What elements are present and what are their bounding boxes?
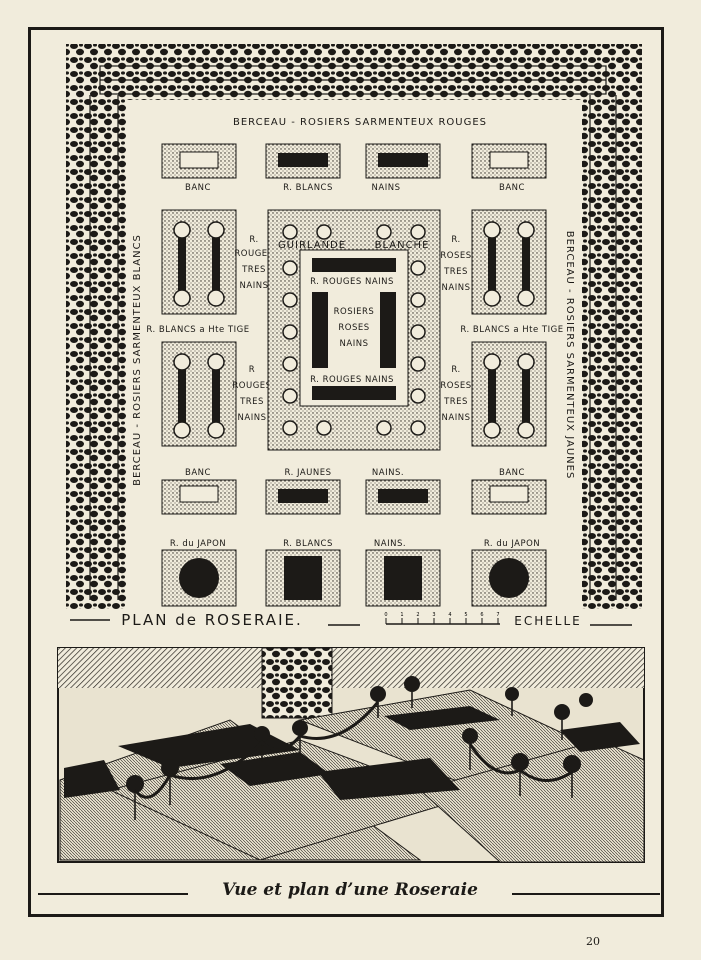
- roses-tres-nains-top: R. ROSES TRES NAINS: [440, 235, 471, 293]
- svg-text:ROSES: ROSES: [338, 323, 369, 333]
- top-row-beds: [161, 143, 547, 179]
- svg-text:NAINS: NAINS: [442, 283, 471, 293]
- plan-title-line: PLAN de ROSERAIE. 0 1 2 3 4 5 6 7 ECHELL…: [70, 611, 632, 629]
- svg-text:6: 6: [480, 612, 483, 618]
- r-blancs-htige-right: R. BLANCS a Hte TIGE: [460, 325, 563, 335]
- rouges-nains-top-label: R. ROUGES NAINS: [310, 277, 394, 287]
- figure-caption: Vue et plan d’une Roseraie: [222, 880, 478, 900]
- r-blancs-label-top: R. BLANCS: [283, 183, 333, 193]
- banc-label-tl: BANC: [185, 183, 211, 193]
- rouges-nains-bottom-label: R. ROUGES NAINS: [310, 375, 394, 385]
- svg-text:NAINS: NAINS: [240, 281, 269, 291]
- svg-text:ROUGES: ROUGES: [232, 381, 271, 391]
- rouges-tres-nains-top: R. ROUGES TRES NAINS: [234, 235, 273, 291]
- caption-rule-right: [512, 893, 660, 895]
- svg-text:0: 0: [384, 612, 387, 618]
- svg-text:NAINS: NAINS: [238, 413, 267, 423]
- svg-text:ROUGES: ROUGES: [234, 249, 273, 259]
- r-jaunes-label: R. JAUNES: [284, 468, 331, 478]
- japon-and-blancs-beds: [161, 549, 547, 607]
- svg-text:ROSES: ROSES: [440, 251, 471, 261]
- top-border-label: BERCEAU - ROSIERS SARMENTEUX ROUGES: [233, 117, 487, 128]
- svg-text:4: 4: [448, 612, 451, 618]
- svg-text:R: R: [249, 365, 255, 375]
- rouges-tres-nains-bottom: R ROUGES TRES NAINS: [232, 365, 271, 423]
- plan-title: PLAN de ROSERAIE.: [121, 611, 303, 629]
- banc-label-br: BANC: [499, 468, 525, 478]
- r-du-japon-left: R. du JAPON: [170, 539, 226, 549]
- svg-text:5: 5: [464, 612, 467, 618]
- r-du-japon-right: R. du JAPON: [484, 539, 540, 549]
- right-border-label: BERCEAU - ROSIERS SARMENTEUX JAUNES: [564, 231, 575, 480]
- roses-tres-nains-bottom: R. ROSES TRES NAINS: [440, 365, 471, 423]
- svg-text:7: 7: [496, 612, 499, 618]
- nains-label-bottom: NAINS.: [374, 539, 406, 549]
- banc-label-bl: BANC: [185, 468, 211, 478]
- r-blancs-htige-left: R. BLANCS a Hte TIGE: [146, 325, 249, 335]
- svg-text:R.: R.: [451, 365, 460, 375]
- nains-label-mid: NAINS.: [372, 468, 404, 478]
- rosiers-roses-nains: ROSIERS ROSES NAINS: [334, 307, 375, 349]
- svg-text:NAINS: NAINS: [442, 413, 471, 423]
- svg-text:ROSIERS: ROSIERS: [334, 307, 375, 317]
- svg-text:NAINS: NAINS: [340, 339, 369, 349]
- banc-label-tr: BANC: [499, 183, 525, 193]
- perspective-view: [57, 647, 645, 863]
- side-beds: [161, 209, 547, 447]
- svg-text:3: 3: [432, 612, 435, 618]
- svg-text:TRES: TRES: [241, 265, 266, 275]
- central-bed: [267, 209, 441, 451]
- guirlande-label: GUIRLANDE: [278, 240, 346, 251]
- svg-text:R.: R.: [249, 235, 258, 245]
- blanche-label: BLANCHE: [375, 240, 430, 251]
- svg-text:TRES: TRES: [443, 397, 468, 407]
- page-number: 20: [586, 935, 600, 948]
- bottom-row-beds: [161, 479, 547, 515]
- svg-text:2: 2: [416, 612, 419, 618]
- pergola-border: [66, 44, 642, 609]
- svg-text:R.: R.: [451, 235, 460, 245]
- nains-label-top: NAINS: [372, 183, 401, 193]
- caption-rule-left: [38, 893, 188, 895]
- svg-text:TRES: TRES: [443, 267, 468, 277]
- svg-text:ROSES: ROSES: [440, 381, 471, 391]
- svg-text:1: 1: [400, 612, 403, 618]
- echelle-label: ECHELLE: [514, 614, 582, 628]
- svg-text:TRES: TRES: [239, 397, 264, 407]
- r-blancs-label-bottom: R. BLANCS: [283, 539, 333, 549]
- left-border-label: BERCEAU - ROSIERS SARMENTEUX BLANCS: [132, 234, 143, 486]
- page-frame: [28, 27, 664, 917]
